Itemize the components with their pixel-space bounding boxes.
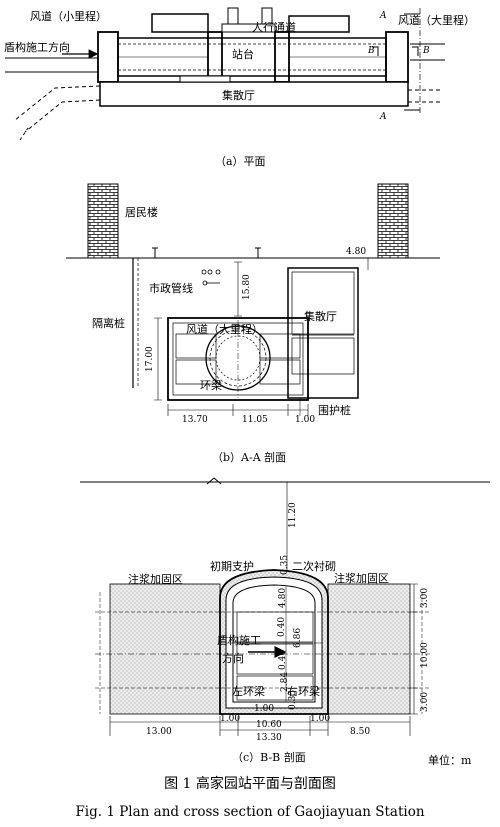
bb-dim-2-84: 2.84 — [280, 672, 290, 692]
plan-view — [5, 7, 445, 141]
plan-mark-b-left: B — [367, 46, 375, 56]
bb-dim-13-00: 13.00 — [146, 727, 172, 737]
aa-dim-13-70: 13.70 — [182, 415, 208, 425]
plan-label-passage: 人行通道 — [252, 20, 296, 34]
figure-caption-en: Fig. 1 Plan and cross section of Gaojiay… — [75, 804, 424, 820]
bb-label-secondary-lining: 二次衬砌 — [292, 559, 336, 573]
bb-label-primary-support: 初期支护 — [210, 559, 254, 573]
aa-dim-11-05: 11.05 — [242, 415, 268, 425]
aa-dim-15-80: 15.80 — [242, 274, 252, 300]
bb-dim-1-00-mid: 1.00 — [254, 704, 274, 714]
bb-label-direction: 方向 — [222, 651, 244, 665]
aa-caption: （b）A-A 剖面 — [212, 450, 286, 464]
bb-dim-3-00-bottom: 3.00 — [420, 692, 430, 712]
bb-dim-10-60: 10.60 — [256, 720, 282, 730]
plan-label-hall: 集散厅 — [222, 88, 255, 102]
bb-dim-6-86: 6.86 — [293, 628, 303, 648]
aa-label-isolation-pile: 隔离桩 — [92, 316, 125, 330]
bb-dim-0-35-top: 0.35 — [280, 555, 290, 575]
plan-label-platform: 站台 — [232, 47, 254, 61]
bb-dim-0-35-bottom: 0.35 — [288, 690, 298, 710]
bb-label-shield: 盾构施工 — [217, 633, 261, 647]
plan-label-feng-small: 风道（小里程） — [30, 9, 107, 23]
bb-dim-11-20: 11.20 — [288, 502, 298, 528]
plan-mark-a-top: A — [379, 11, 387, 21]
aa-label-building: 居民楼 — [125, 205, 158, 219]
bb-dim-0-40-top: 0.40 — [277, 617, 287, 637]
bb-caption: （c）B-B 剖面 — [232, 750, 306, 764]
section-bb-view — [80, 477, 490, 736]
bb-dim-8-50: 8.50 — [350, 727, 370, 737]
bb-dim-10-00: 10.00 — [420, 642, 430, 668]
unit-label: 单位：m — [428, 753, 472, 767]
plan-mark-a-bottom: A — [379, 112, 387, 122]
bb-dim-1-00-right: 1.00 — [310, 714, 330, 724]
figure-caption-cn: 图 1 高家园站平面与剖面图 — [164, 775, 336, 792]
bb-label-grout-left: 注浆加固区 — [128, 572, 183, 586]
bb-dim-1-00-left: 1.00 — [220, 714, 240, 724]
bb-dim-4-80: 4.80 — [278, 588, 288, 608]
aa-label-hall: 集散厅 — [304, 309, 337, 323]
bb-label-grout-right: 注浆加固区 — [334, 571, 389, 585]
bb-dim-13-30: 13.30 — [256, 733, 282, 743]
bb-label-left-ring: 左环梁 — [232, 684, 265, 698]
aa-label-pipe: 市政管线 — [149, 281, 193, 295]
bb-dim-0-40-bottom: 0.40 — [278, 650, 288, 670]
plan-caption: （a）平面 — [215, 155, 266, 168]
plan-label-shield-direction: 盾构施工方向 — [4, 40, 70, 54]
aa-dim-17-00: 17.00 — [145, 346, 155, 372]
aa-dim-1-00: 1.00 — [295, 415, 315, 425]
section-aa-view — [66, 183, 440, 416]
bb-label-right-ring: 右环梁 — [287, 684, 320, 698]
aa-dim-4-80: 4.80 — [346, 247, 366, 257]
aa-label-ring: 环梁 — [200, 378, 222, 392]
bb-dim-3-00-top: 3.00 — [420, 588, 430, 608]
plan-mark-b-right: B — [422, 46, 430, 56]
plan-label-feng-big: 风道（大里程） — [398, 13, 475, 27]
aa-label-feng: 风道（大里程） — [186, 322, 263, 336]
aa-label-pile: 围护桩 — [318, 403, 351, 417]
